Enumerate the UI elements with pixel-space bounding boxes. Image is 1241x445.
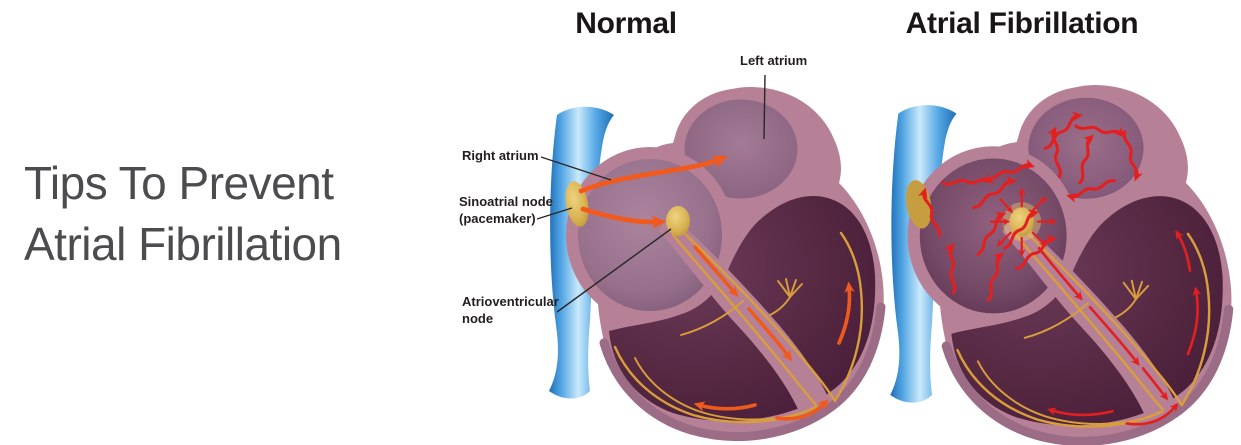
septum xyxy=(1002,213,1176,421)
page-title: Tips To Prevent Atrial Fibrillation xyxy=(24,153,342,275)
atrioventricular-node xyxy=(1009,207,1034,236)
label-right-atrium: Right atrium xyxy=(462,148,539,163)
av-node-starburst xyxy=(990,187,1058,258)
heart-bottom-rim xyxy=(599,302,886,442)
normal-impulse-arrows xyxy=(578,155,855,421)
purkinje-fibers xyxy=(769,278,803,316)
normal-heart-illustration xyxy=(549,87,886,442)
page-title-line1: Tips To Prevent xyxy=(24,157,334,209)
right-atrium-chamber xyxy=(566,147,734,323)
heart-bottom-rim xyxy=(941,304,1234,445)
atrioventricular-node xyxy=(666,206,690,236)
septum xyxy=(659,213,829,416)
label-sinoatrial-node-line2: (pacemaker) xyxy=(459,211,536,226)
label-sinoatrial-node-line1: Sinoatrial node xyxy=(459,194,553,209)
af-heart-illustration xyxy=(890,85,1234,445)
right-atrium-chamber xyxy=(907,146,1079,326)
page-title-line2: Atrial Fibrillation xyxy=(24,218,342,270)
fibrillation-arrows-ventricles xyxy=(1037,229,1202,426)
panel-title-normal: Normal xyxy=(575,7,677,40)
label-atrioventricular-node-line1: Atrioventricular xyxy=(462,294,559,309)
label-left-atrium: Left atrium xyxy=(740,53,808,68)
panel-title-atrial-fibrillation: Atrial Fibrillation xyxy=(905,7,1139,40)
label-atrioventricular-node: Atrioventricular node xyxy=(462,293,559,327)
purkinje-fibers xyxy=(1114,279,1150,319)
conduction-pathways xyxy=(956,228,1211,428)
label-atrioventricular-node-line2: node xyxy=(462,311,494,326)
label-sinoatrial-node: Sinoatrial node (pacemaker) xyxy=(459,193,553,227)
